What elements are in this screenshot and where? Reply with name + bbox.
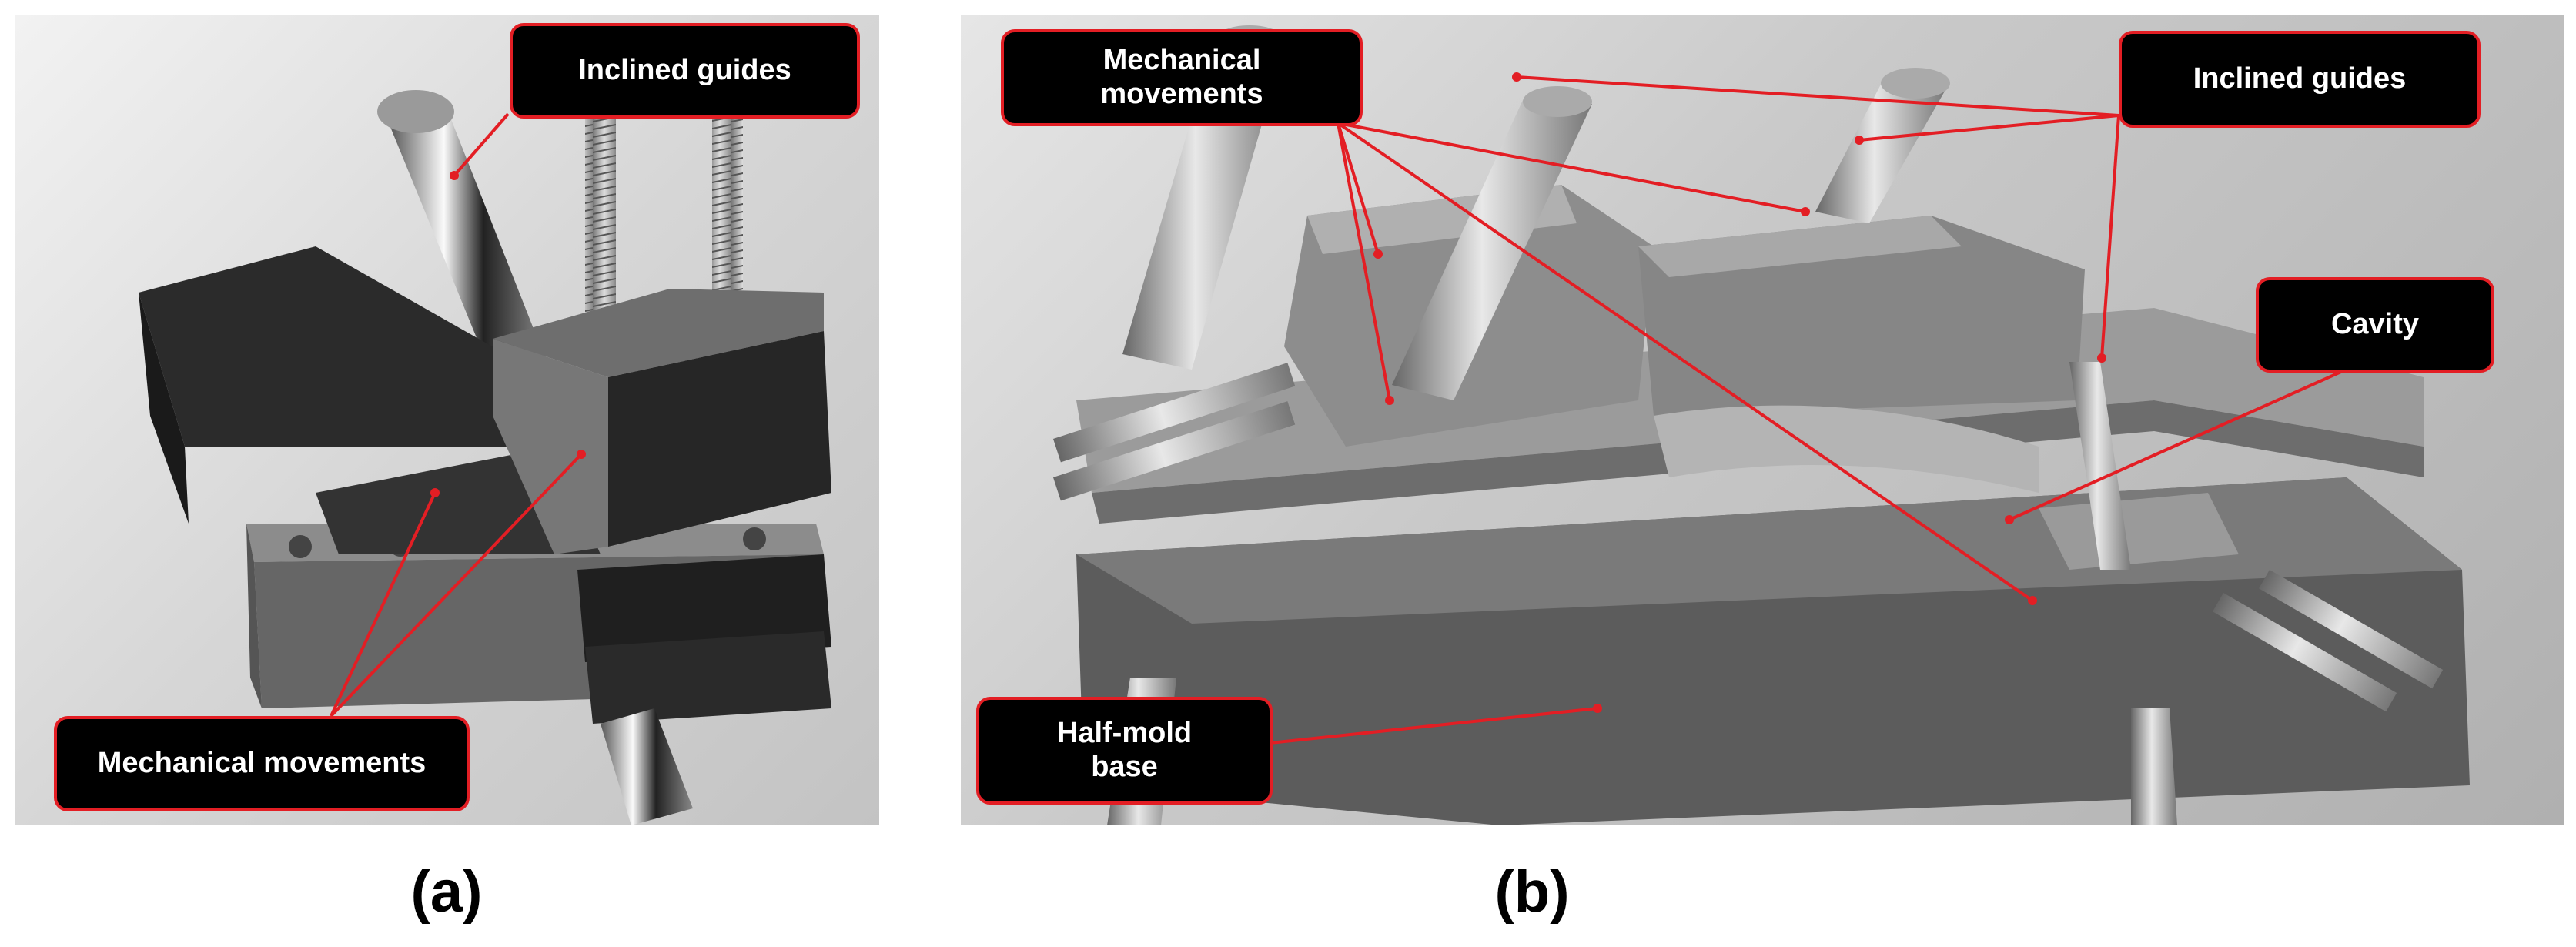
panel-a-render	[15, 15, 879, 825]
caption-b: (b)	[1494, 859, 1570, 925]
guide-pin-3	[1815, 77, 1946, 223]
inclined-guide-rod-a	[377, 90, 547, 377]
caption-a: (a)	[410, 859, 483, 925]
label-mechanical-movements-b: Mechanical movements	[1001, 29, 1363, 126]
label-mechanical-movements-a: Mechanical movements	[54, 716, 470, 811]
label-half-mold-base-line2: base	[1091, 751, 1158, 783]
label-inclined-guides-a: Inclined guides	[510, 23, 860, 119]
label-inclined-guides-b: Inclined guides	[2119, 31, 2481, 128]
label-half-mold-base-line1: Half-mold	[1056, 717, 1193, 750]
label-mechanical-movements-b-line2: movements	[1100, 78, 1263, 110]
label-cavity: Cavity	[2256, 277, 2494, 373]
label-half-mold-base: Half-mold base	[976, 697, 1273, 805]
mechanism-render-a	[139, 89, 831, 825]
label-mechanical-movements-b-line1: Mechanical	[1102, 44, 1261, 77]
